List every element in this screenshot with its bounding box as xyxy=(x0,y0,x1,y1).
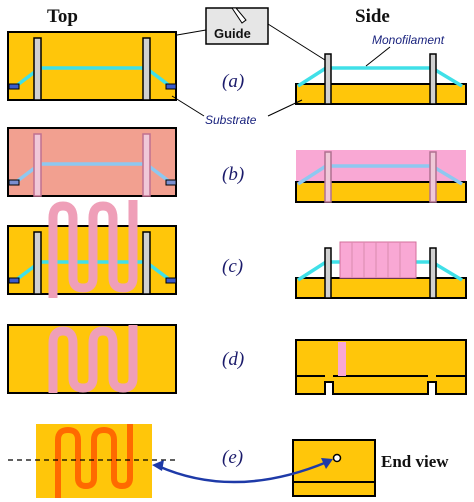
step-label-a: (a) xyxy=(222,71,244,92)
row-b-top-view xyxy=(7,127,177,197)
side-header: Side xyxy=(355,6,390,27)
row-e-end-view xyxy=(292,439,376,497)
row-c-top-view xyxy=(7,200,177,298)
guide-label: Guide xyxy=(214,26,251,41)
substrate-leader-top xyxy=(171,95,205,117)
row-a-top-view xyxy=(7,31,177,101)
step-label-b: (b) xyxy=(222,164,244,185)
row-a-side-view xyxy=(295,53,467,105)
row-b-side-view xyxy=(295,150,467,203)
row-d-top-view xyxy=(7,324,177,394)
guide-callout: Guide xyxy=(147,7,326,61)
monofilament-label: Monofilament xyxy=(372,33,445,47)
substrate-leader-side xyxy=(267,99,303,117)
double-arrow xyxy=(152,458,333,484)
step-label-d: (d) xyxy=(222,349,244,370)
step-label-c: (c) xyxy=(222,256,243,277)
end-view-label: End view xyxy=(381,452,449,471)
top-header: Top xyxy=(47,6,78,27)
step-label-e: (e) xyxy=(222,447,243,468)
row-e-top-view xyxy=(8,424,176,498)
row-c-side-view xyxy=(295,241,467,299)
substrate-label: Substrate xyxy=(205,113,257,127)
row-d-side-view xyxy=(295,339,467,395)
monofilament-leader xyxy=(365,46,391,67)
